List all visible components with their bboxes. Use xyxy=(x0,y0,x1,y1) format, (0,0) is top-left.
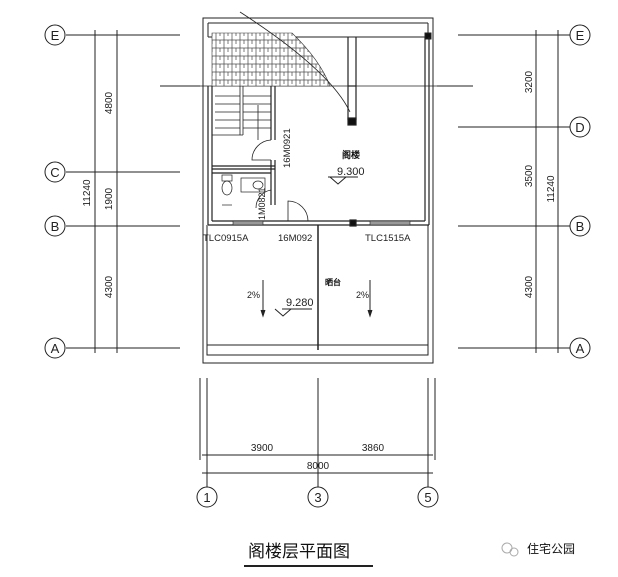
axis-label-b-right: B xyxy=(576,219,585,234)
door-label-bottom: 16M092 xyxy=(278,233,312,244)
axis-label-1: 1 xyxy=(203,490,210,505)
axis-label-3: 3 xyxy=(314,490,321,505)
axis-label-c-left: C xyxy=(50,165,59,180)
roof-tile-hatch xyxy=(211,32,331,87)
room-label-attic: 阁楼 xyxy=(342,149,360,161)
window-label-left: TLC0915A xyxy=(203,233,249,244)
dim-left-4800: 4800 xyxy=(104,91,115,114)
left-dimension-chain xyxy=(66,30,200,353)
stairs xyxy=(212,86,271,140)
axis-label-a-right: A xyxy=(576,341,585,356)
dim-bottom-3900: 3900 xyxy=(251,443,274,454)
axis-label-5: 5 xyxy=(424,490,431,505)
dim-right-total: 11240 xyxy=(546,175,557,203)
room-label-terrace: 晒台 xyxy=(325,277,341,287)
elevation-attic: 9.300 xyxy=(337,166,365,178)
watermark: 住宅公园 xyxy=(501,541,575,557)
axis-label-e-right: E xyxy=(576,28,585,43)
axis-label-b-left: B xyxy=(51,219,60,234)
right-dimension-chain xyxy=(437,30,570,353)
left-axis-bubbles xyxy=(44,24,66,359)
window-label-right: TLC1515A xyxy=(365,233,411,244)
bath-fixtures xyxy=(221,174,266,206)
slope-left: 2% xyxy=(247,290,260,300)
axis-bubble xyxy=(44,24,66,46)
right-axis-bubbles xyxy=(569,24,591,359)
door-label-bath: 1M0821 xyxy=(257,187,267,220)
axis-label-a-left: A xyxy=(51,341,60,356)
dim-bottom-total: 8000 xyxy=(307,461,330,472)
axis-bubble xyxy=(44,161,66,183)
roof-slope-curve xyxy=(239,11,351,113)
dim-right-3500: 3500 xyxy=(524,164,535,187)
drawing-title: 阁楼层平面图 xyxy=(248,542,350,562)
door-label-stair: 16M0921 xyxy=(282,128,293,168)
dim-bottom-3860: 3860 xyxy=(362,443,385,454)
doors xyxy=(251,139,309,222)
dim-left-4300: 4300 xyxy=(104,275,115,298)
svg-text:住宅公园: 住宅公园 xyxy=(527,541,575,556)
dim-left-1900: 1900 xyxy=(104,187,115,210)
bottom-dimension-chain xyxy=(196,378,439,508)
elevation-terrace: 9.280 xyxy=(286,297,314,309)
terrace xyxy=(206,176,429,356)
axis-label-d-right: D xyxy=(575,120,584,135)
dim-right-3200: 3200 xyxy=(524,70,535,93)
dim-left-total: 11240 xyxy=(82,179,93,207)
dim-right-4300: 4300 xyxy=(524,275,535,298)
walls xyxy=(207,37,430,227)
axis-bubble xyxy=(44,337,66,359)
slope-right: 2% xyxy=(356,290,369,300)
axis-bubble xyxy=(44,215,66,237)
axis-label-e-left: E xyxy=(51,28,60,43)
